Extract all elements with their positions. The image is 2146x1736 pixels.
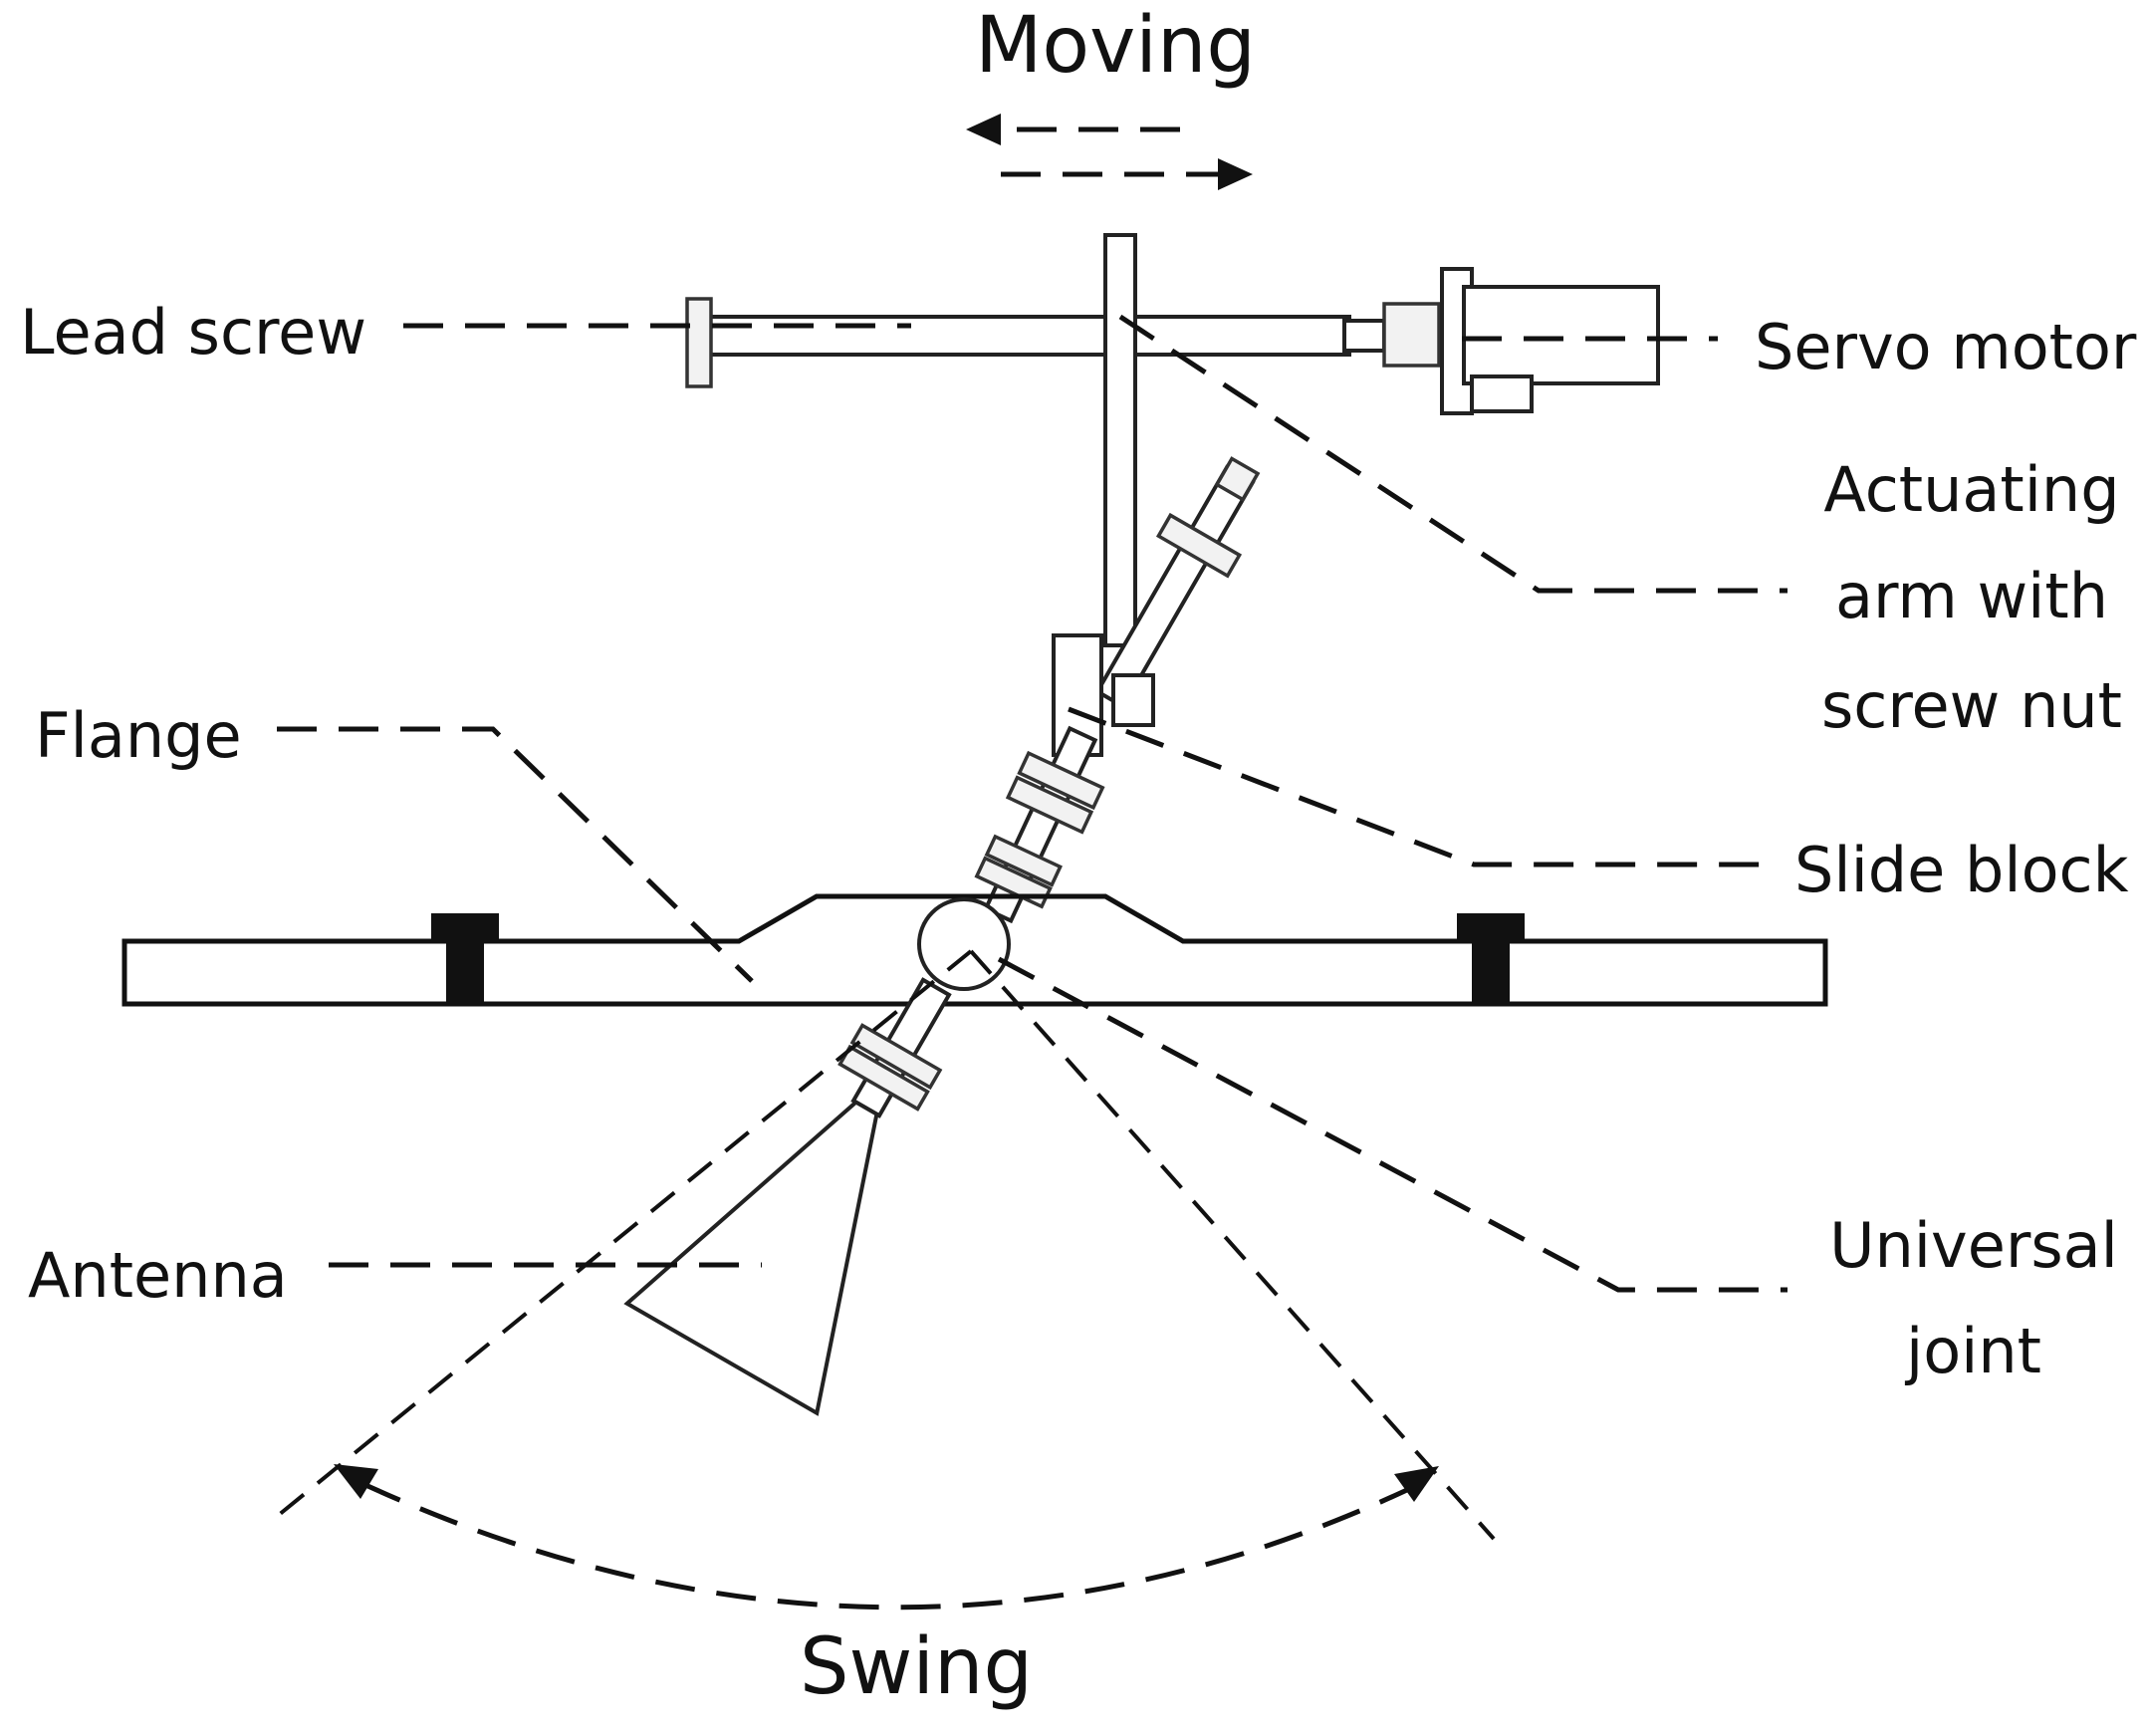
slide-block-label: Slide block [1794, 834, 2129, 906]
flange-label: Flange [35, 699, 242, 772]
moving-label: Moving [975, 1, 1256, 91]
moving-right-arrow [1001, 158, 1253, 190]
flange-plate-shape [121, 893, 1828, 1007]
lead-screw-label: Lead screw [20, 296, 366, 369]
lead-screw-shape [685, 297, 1441, 388]
servo-motor-shape [1440, 267, 1660, 415]
moving-left-arrow [966, 114, 1180, 145]
antenna-label: Antenna [28, 1239, 288, 1312]
universal-joint-shape [917, 897, 1011, 991]
universal-joint-leader [997, 956, 1788, 1293]
flange-leader [277, 726, 754, 983]
actuating-arm-label-line2: arm with [1835, 560, 2108, 632]
servo-motor-label: Servo motor [1755, 311, 2137, 383]
universal-joint-label-line2: joint [1904, 1315, 2041, 1387]
actuating-arm-label-line3: screw nut [1821, 669, 2122, 742]
swing-arc-arrow [334, 1464, 1439, 1611]
actuating-arm-leader [1118, 314, 1788, 594]
antenna-shape [623, 977, 952, 1416]
swing-label: Swing [800, 1622, 1033, 1712]
universal-joint-label-line1: Universal [1829, 1209, 2118, 1282]
swing-limit-left [272, 949, 973, 1521]
actuating-arm-shape [1103, 233, 1137, 647]
swing-limit-right [969, 949, 1496, 1541]
upper-rod-shape [1094, 456, 1261, 710]
actuating-arm-label-line1: Actuating [1823, 453, 2119, 526]
slide-block-leader [1068, 706, 1761, 868]
